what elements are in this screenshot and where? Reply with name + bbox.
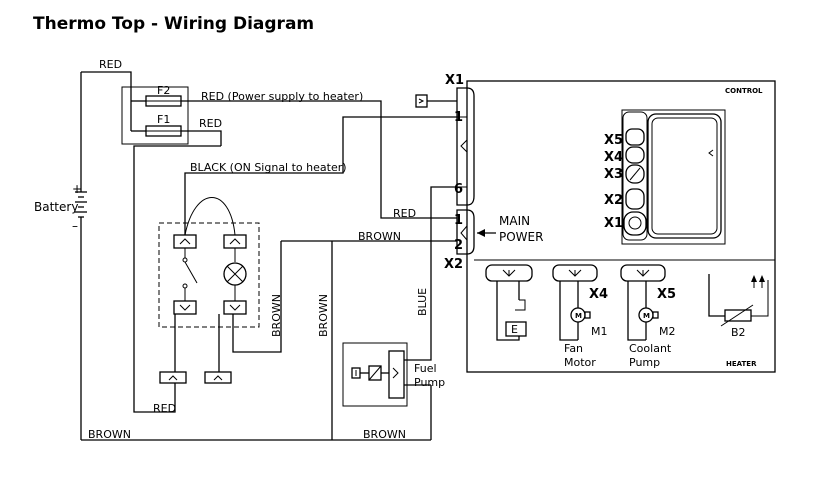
svg-text:RED (Power supply to heater): RED (Power supply to heater) bbox=[201, 90, 363, 103]
svg-text:RED: RED bbox=[393, 207, 416, 220]
blue-wire: BLUE bbox=[416, 186, 457, 361]
svg-text:RED: RED bbox=[153, 402, 176, 415]
svg-text:Motor: Motor bbox=[564, 356, 596, 369]
svg-text:X1: X1 bbox=[604, 216, 623, 231]
svg-text:BLACK (ON Signal to heater): BLACK (ON Signal to heater) bbox=[190, 161, 347, 174]
svg-text:X4: X4 bbox=[604, 150, 623, 165]
svg-text:X1: X1 bbox=[445, 73, 464, 88]
svg-text:M: M bbox=[643, 312, 650, 320]
red-wire-top: RED bbox=[81, 58, 132, 91]
temperature-sensor-b2: B2 bbox=[708, 274, 769, 339]
svg-text:HEATER: HEATER bbox=[726, 360, 757, 368]
brown-wires: BROWN BROWN BROWN BROWN BROWN bbox=[81, 230, 457, 441]
x1-top-connector bbox=[415, 94, 457, 108]
main-power-arrow: MAIN POWER bbox=[477, 214, 543, 244]
svg-text:BROWN: BROWN bbox=[317, 294, 330, 337]
svg-text:M2: M2 bbox=[659, 325, 676, 338]
svg-text:2: 2 bbox=[454, 238, 463, 253]
fuel-pump: Fuel Pump bbox=[342, 342, 445, 407]
red-wire-fuse-f1: RED RED bbox=[133, 117, 222, 415]
connector-e: E bbox=[485, 264, 533, 341]
svg-text:Fuel: Fuel bbox=[414, 362, 437, 375]
red-wire-power-supply: RED (Power supply to heater) RED bbox=[181, 90, 457, 220]
ground-connector-2 bbox=[204, 371, 232, 384]
svg-text:Coolant: Coolant bbox=[629, 342, 672, 355]
svg-text:1: 1 bbox=[454, 110, 463, 125]
svg-text:BROWN: BROWN bbox=[88, 428, 131, 441]
black-wire-on-signal: BLACK (ON Signal to heater) bbox=[184, 116, 457, 235]
fan-motor: X4 M M1 Fan Motor bbox=[552, 264, 608, 369]
svg-text:RED: RED bbox=[99, 58, 122, 71]
svg-text:E: E bbox=[511, 323, 518, 336]
svg-text:BLUE: BLUE bbox=[416, 288, 429, 316]
svg-text:6: 6 bbox=[454, 182, 463, 197]
svg-text:MAIN: MAIN bbox=[499, 214, 530, 228]
svg-text:F2: F2 bbox=[157, 84, 170, 97]
svg-text:CONTROL: CONTROL bbox=[725, 87, 763, 95]
svg-text:M1: M1 bbox=[591, 325, 608, 338]
svg-text:POWER: POWER bbox=[499, 230, 543, 244]
svg-text:X5: X5 bbox=[604, 133, 623, 148]
svg-text:X4: X4 bbox=[589, 287, 608, 302]
svg-text:B2: B2 bbox=[731, 326, 746, 339]
svg-text:X3: X3 bbox=[604, 167, 623, 182]
svg-text:1: 1 bbox=[454, 213, 463, 228]
page-title: Thermo Top - Wiring Diagram bbox=[33, 14, 315, 34]
svg-text:X5: X5 bbox=[657, 287, 676, 302]
connector-x2: 1 2 X2 bbox=[444, 209, 475, 272]
coolant-pump: X5 M M2 Coolant Pump bbox=[620, 264, 676, 369]
svg-text:BROWN: BROWN bbox=[358, 230, 401, 243]
svg-text:M: M bbox=[575, 312, 582, 320]
battery-symbol: + – Battery bbox=[34, 72, 87, 440]
svg-text:RED: RED bbox=[199, 117, 222, 130]
svg-text:Fan: Fan bbox=[564, 342, 583, 355]
svg-text:BROWN: BROWN bbox=[363, 428, 406, 441]
heater-unit: CONTROL HEATER bbox=[466, 80, 776, 373]
control-board: X5 X4 X3 X2 X1 bbox=[604, 109, 726, 245]
battery-label: Battery bbox=[34, 200, 78, 214]
svg-text:F1: F1 bbox=[157, 113, 170, 126]
svg-text:X2: X2 bbox=[604, 193, 623, 208]
svg-text:X2: X2 bbox=[444, 257, 463, 272]
battery-plus: + bbox=[72, 182, 82, 196]
svg-text:BROWN: BROWN bbox=[270, 294, 283, 337]
battery-minus: – bbox=[72, 219, 78, 233]
switch-assembly bbox=[158, 197, 282, 375]
svg-text:Pump: Pump bbox=[414, 376, 445, 389]
ground-connector-1 bbox=[159, 371, 187, 384]
svg-text:Pump: Pump bbox=[629, 356, 660, 369]
fuse-box: F2 F1 bbox=[121, 84, 189, 145]
connector-x1: X1 1 6 bbox=[445, 73, 475, 206]
